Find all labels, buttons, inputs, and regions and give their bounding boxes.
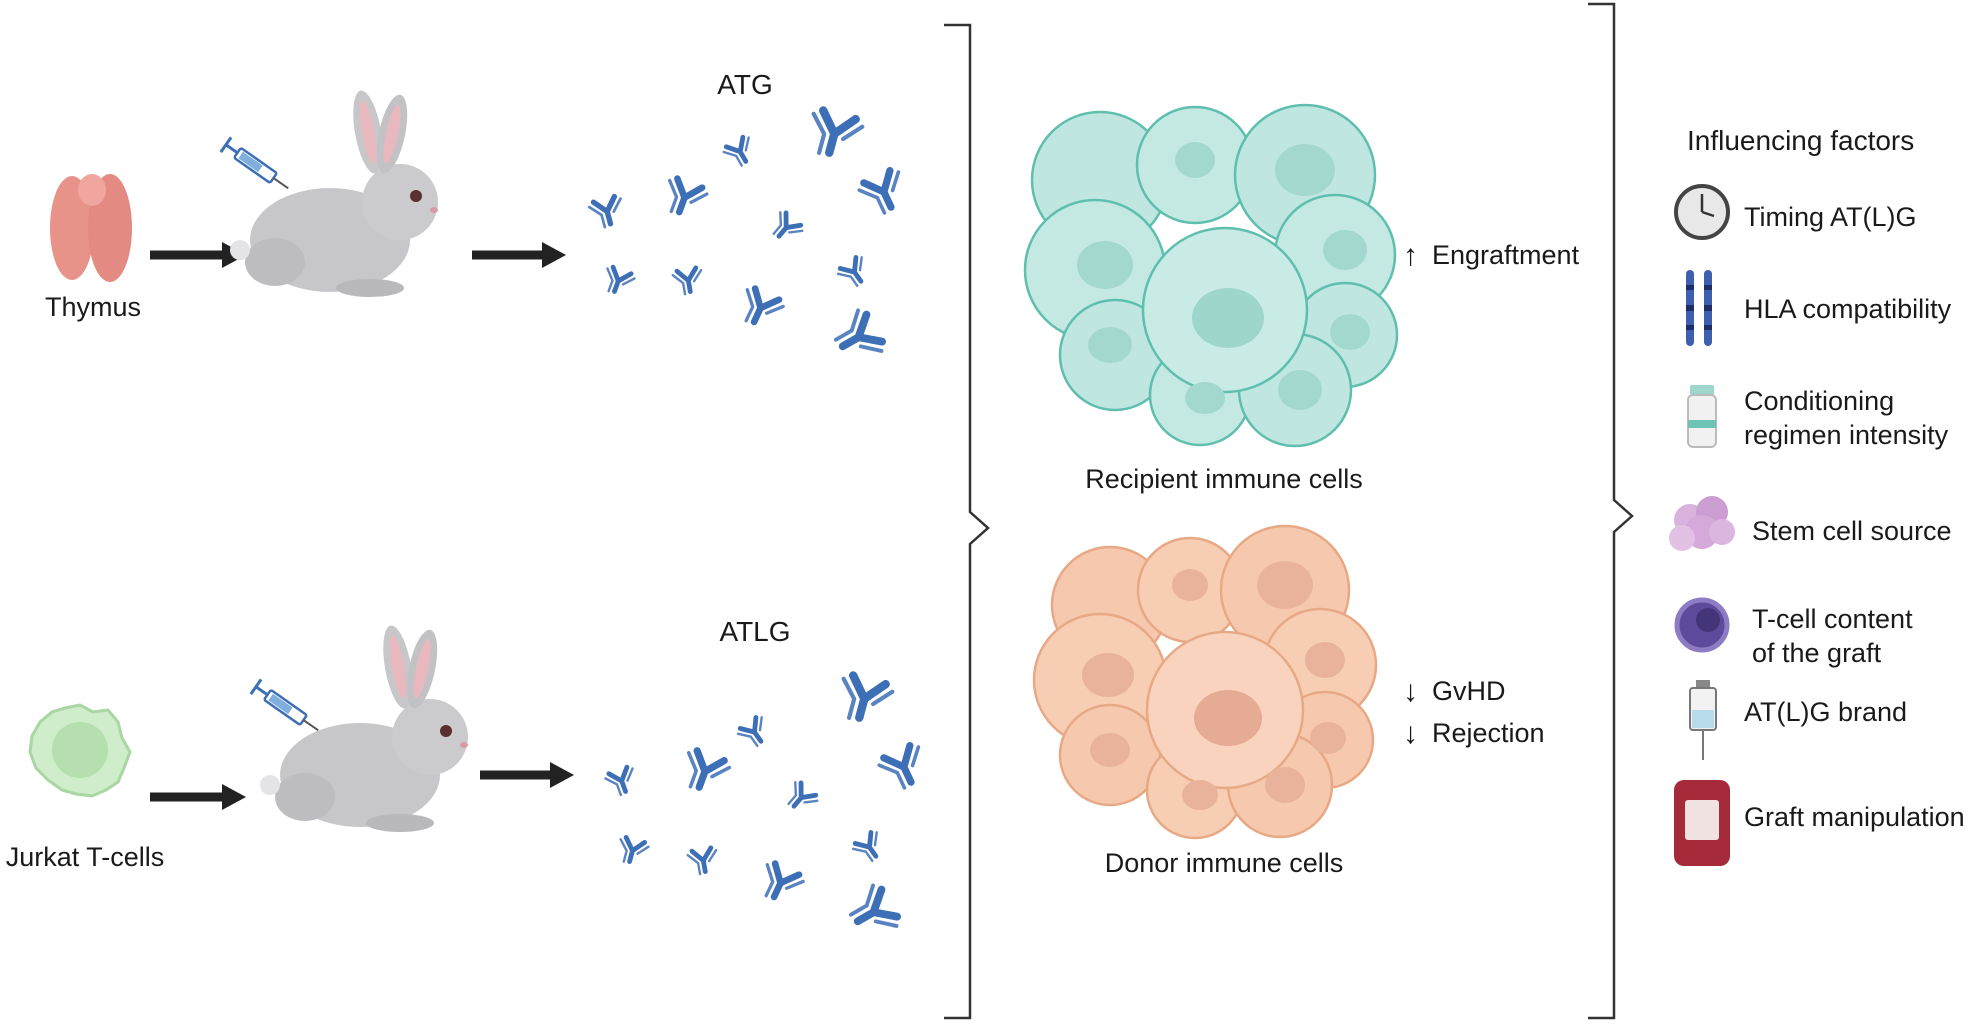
recipient-cells-label: Recipient immune cells [1085, 464, 1363, 494]
t-cell-icon [1674, 597, 1730, 653]
factor-hla-label: HLA compatibility [1744, 292, 1951, 326]
thymus-label: Thymus [44, 292, 142, 322]
engraftment-label: Engraftment [1432, 239, 1580, 270]
rabbit-icon-bottom [260, 623, 468, 832]
arrow-rabbit-to-atg [472, 242, 566, 268]
factor-graft-manipulation-line1: Graft manipulation [1744, 802, 1965, 832]
arrow-rabbit-to-atlg [480, 762, 574, 788]
rejection-effect: ↓ Rejection [1403, 716, 1545, 751]
atlg-antibody-group [604, 673, 931, 943]
right-brace [1588, 2, 1634, 1020]
factor-conditioning-label: Conditioning regimen intensity [1744, 384, 1948, 452]
factor-stem-cell-line1: Stem cell source [1752, 516, 1952, 546]
syringe-icon-top [219, 135, 295, 198]
jurkat-label: Jurkat T-cells [5, 842, 165, 872]
factors-title: Influencing factors [1687, 125, 1915, 156]
thymus-icon [50, 174, 132, 282]
factor-timing-label: Timing AT(L)G [1744, 200, 1917, 234]
factor-conditioning-line2: regimen intensity [1744, 420, 1949, 451]
factor-tcell-label: T-cell content of the graft [1752, 602, 1913, 670]
arrow-jurkat-to-rabbit [150, 784, 246, 810]
recipient-cell-cluster [1023, 103, 1399, 448]
left-brace [944, 23, 990, 1020]
rejection-label: Rejection [1432, 717, 1545, 748]
stem-cell-cluster-icon [1669, 496, 1735, 551]
factor-stem-cell-label: Stem cell source [1752, 514, 1952, 548]
atg-label: ATG [717, 69, 773, 100]
syringe-icon-bottom [249, 677, 325, 740]
factor-brand-label: AT(L)G brand [1744, 695, 1907, 729]
factor-brand-line1: AT(L)G brand [1744, 697, 1908, 727]
chromosome-icon [1686, 270, 1712, 346]
factor-tcell-line2: of the graft [1752, 638, 1882, 669]
syringe-factor-icon [1689, 680, 1717, 760]
donor-cell-cluster [1032, 524, 1378, 840]
clock-icon [1674, 184, 1730, 240]
down-arrow-icon: ↓ [1403, 675, 1418, 708]
atlg-label: ATLG [719, 616, 791, 647]
engraftment-effect: ↑ Engraftment [1403, 238, 1579, 273]
up-arrow-icon: ↑ [1403, 239, 1418, 272]
gvhd-label: GvHD [1432, 675, 1506, 706]
rabbit-icon-top [230, 88, 438, 297]
factor-timing-line1: Timing AT(L)G [1744, 202, 1917, 232]
vial-icon [1687, 385, 1717, 448]
down-arrow-icon: ↓ [1403, 717, 1418, 750]
factor-graft-manipulation-label: Graft manipulation [1744, 800, 1965, 834]
jurkat-cell-icon [28, 703, 132, 798]
donor-cells-label: Donor immune cells [1104, 848, 1344, 878]
factor-conditioning-line1: Conditioning [1744, 386, 1895, 416]
factor-hla-line1: HLA compatibility [1744, 294, 1952, 324]
blood-bag-icon [1674, 780, 1730, 866]
factor-tcell-line1: T-cell content [1752, 604, 1913, 634]
gvhd-effect: ↓ GvHD [1403, 674, 1506, 709]
atg-antibody-group [588, 108, 911, 368]
